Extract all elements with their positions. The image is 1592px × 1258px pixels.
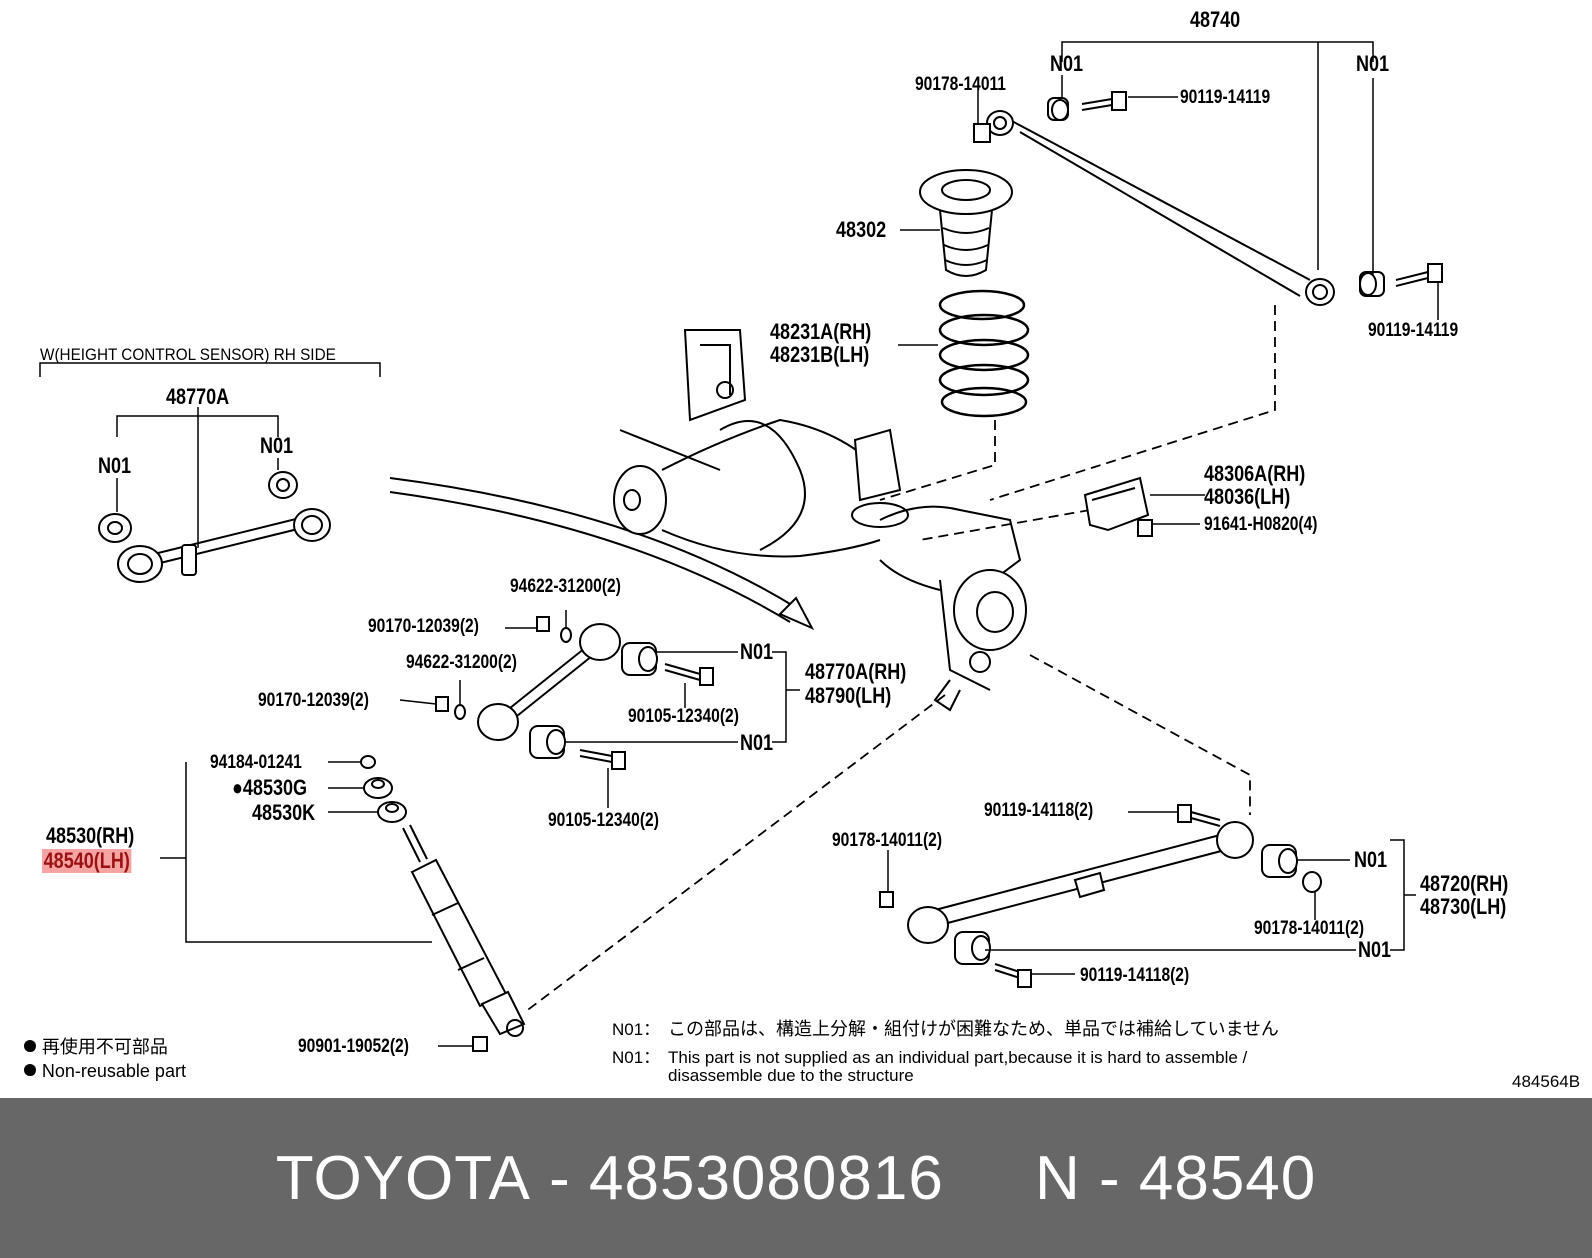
- upper-control-rod: [986, 110, 1335, 306]
- label-90105-a: 90105-12340(2): [628, 706, 739, 727]
- dashed-leaders: [524, 305, 1276, 1013]
- label-90901: 90901-19052(2): [298, 1036, 409, 1057]
- top-bolt-right: [1395, 263, 1443, 287]
- label-48530k: 48530K: [252, 800, 316, 825]
- label-48770a-inset: 48770A: [166, 384, 230, 409]
- mid-bushing-bottom: [529, 725, 566, 759]
- footer-brand: TOYOTA: [275, 1143, 531, 1213]
- label-n01-top-left: N01: [1050, 51, 1084, 76]
- label-90105-b: 90105-12340(2): [548, 810, 659, 831]
- label-n01-low-bottom: N01: [1358, 937, 1392, 962]
- footer-ref-prefix: N: [1034, 1143, 1081, 1213]
- legend-en: ● Non-reusable part: [26, 1061, 186, 1081]
- label-n01-mid-top: N01: [740, 639, 774, 664]
- label-90170-b: 90170-12039(2): [258, 690, 369, 711]
- mid-bolt-top: [664, 663, 714, 686]
- label-90170-a: 90170-12039(2): [368, 616, 479, 637]
- top-bushing-right: [1359, 271, 1385, 297]
- axle-housing: [613, 329, 1027, 712]
- label-48231b: 48231B(LH): [770, 342, 870, 367]
- note-n01-label-en: N01：: [612, 1048, 661, 1067]
- height-sensor-bracket: [1083, 476, 1153, 537]
- low-bolt-top: [1177, 804, 1221, 827]
- label-48036: 48036(LH): [1204, 484, 1291, 509]
- label-90119-14119-top: 90119-14119: [1180, 87, 1271, 108]
- footer-part-number: 4853080816: [589, 1143, 944, 1213]
- label-n01-inset-left: N01: [98, 453, 132, 478]
- label-90178-14011-top: 90178-14011: [915, 74, 1006, 95]
- label-94622-b: 94622-31200(2): [406, 652, 517, 673]
- label-48540lh-highlighted: 48540(LH): [42, 848, 132, 873]
- legend-jp: ● 再使用不可部品: [26, 1037, 168, 1057]
- footer-ref-number: 48540: [1138, 1143, 1317, 1213]
- coil-spring: [938, 289, 1030, 418]
- label-n01-low-top: N01: [1354, 847, 1388, 872]
- mid-bushing-top: [621, 642, 658, 676]
- note-n01-en-line2: disassemble due to the structure: [668, 1066, 914, 1085]
- footer-sep-2: -: [1080, 1143, 1139, 1213]
- exploded-view-drawing: [24, 41, 1443, 1076]
- bump-stopper: [919, 169, 1013, 277]
- low-bushing-right: [1261, 844, 1298, 878]
- label-48770a-rh: 48770A(RH): [805, 659, 907, 684]
- footer-bar: TOYOTA - 4853080816 N - 48540: [0, 1098, 1592, 1258]
- label-48530g: ●48530G: [232, 775, 308, 800]
- label-48306a: 48306A(RH): [1204, 461, 1306, 486]
- label-n01-inset-right: N01: [260, 433, 294, 458]
- label-94622-a: 94622-31200(2): [510, 576, 621, 597]
- footer-sep-1: -: [530, 1143, 589, 1213]
- label-90119-14118-a: 90119-14118(2): [984, 800, 1094, 821]
- mid-bolt-bottom: [579, 749, 626, 770]
- note-n01-label-jp: N01：: [612, 1020, 661, 1039]
- label-n01-mid-bottom: N01: [740, 730, 774, 755]
- top-nut-left: [973, 123, 991, 143]
- label-91641: 91641-H0820(4): [1204, 514, 1318, 535]
- shock-absorber: [360, 755, 526, 1052]
- low-bushing-left: [954, 931, 991, 965]
- label-94184: 94184-01241: [210, 752, 302, 773]
- footer-part-caption: TOYOTA - 4853080816 N - 48540: [0, 1098, 1592, 1258]
- parts-diagram: 48740 N01 N01 90178-14011 90119-14119 90…: [24, 7, 1581, 1091]
- label-48231a: 48231A(RH): [770, 319, 872, 344]
- label-90178-14011-b: 90178-14011(2): [832, 830, 943, 851]
- lateral-rod: [477, 623, 621, 741]
- note-n01-en-line1: This part is not supplied as an individu…: [668, 1048, 1248, 1067]
- low-bolt-bottom: [994, 963, 1032, 988]
- label-48302: 48302: [836, 217, 887, 242]
- top-bushing-left: [1047, 97, 1069, 121]
- top-bolt-left: [1081, 91, 1127, 111]
- note-n01-jp: この部品は、構造上分解・組付けが困難なため、単品では補給していません: [668, 1019, 1279, 1039]
- label-48730: 48730(LH): [1420, 894, 1507, 919]
- footer-gap: [944, 1143, 1035, 1214]
- inset-bushing-left: [98, 513, 132, 543]
- label-90119-14119-right: 90119-14119: [1368, 320, 1459, 341]
- label-48720: 48720(RH): [1420, 871, 1509, 896]
- label-48530rh: 48530(RH): [46, 823, 135, 848]
- label-n01-top-right: N01: [1356, 51, 1390, 76]
- label-90119-14118-b: 90119-14118(2): [1080, 965, 1190, 986]
- label-90178-14011-c: 90178-14011(2): [1254, 918, 1365, 939]
- label-48740: 48740: [1190, 7, 1241, 32]
- label-w-section: W(HEIGHT CONTROL SENSOR) RH SIDE: [40, 345, 336, 364]
- inset-rod: [117, 508, 331, 583]
- lower-control-arm: [907, 821, 1254, 944]
- label-48790: 48790(LH): [805, 683, 892, 708]
- drawing-code: 484564B: [1512, 1072, 1581, 1091]
- inset-bushing-right: [268, 471, 298, 499]
